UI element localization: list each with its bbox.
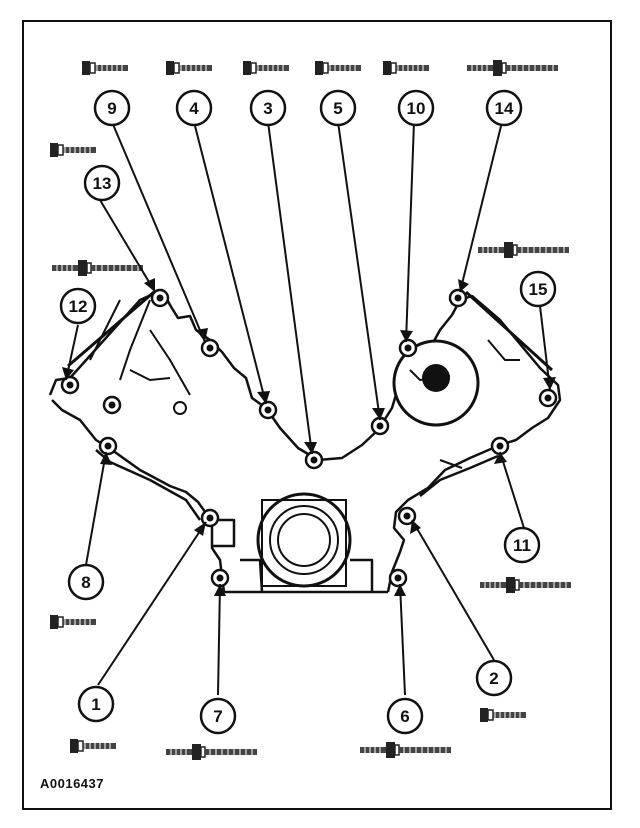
bolt-icon — [165, 60, 213, 76]
callout-9: 9 — [93, 89, 131, 127]
callout-circle — [249, 89, 287, 127]
callout-3: 3 — [249, 89, 287, 127]
callout-7: 7 — [199, 697, 237, 735]
right-cover-ribs — [439, 339, 520, 469]
callout-number: 14 — [495, 99, 514, 118]
callout-13: 13 — [83, 164, 121, 202]
bolt-icon — [49, 614, 97, 630]
callout-10: 10 — [397, 89, 435, 127]
stud-icon — [466, 59, 559, 77]
callout-4: 4 — [175, 89, 213, 127]
crank-seal-icon — [256, 492, 352, 588]
bolt-icon — [81, 60, 129, 76]
callout-circle — [485, 89, 523, 127]
callout-circle — [199, 697, 237, 735]
callout-circle — [67, 563, 105, 601]
callout-2: 2 — [475, 659, 513, 697]
stud-icon — [359, 741, 452, 759]
callout-number: 11 — [513, 536, 531, 555]
callout-8: 8 — [67, 563, 105, 601]
callout-circle — [93, 89, 131, 127]
callout-15: 15 — [519, 270, 557, 308]
callout-number: 1 — [91, 695, 100, 714]
stud-icon — [51, 259, 144, 277]
bolt-icon — [382, 60, 430, 76]
idler-boss-icon — [392, 339, 480, 427]
diagram-frame — [22, 20, 612, 810]
callout-number: 4 — [189, 99, 199, 118]
bolt-icon — [479, 707, 527, 723]
callout-12: 12 — [59, 287, 97, 325]
bolt-icon — [69, 738, 117, 754]
seal-strips — [67, 290, 554, 372]
stud-icon — [165, 743, 258, 761]
callout-number: 9 — [107, 99, 116, 118]
callout-number: 6 — [400, 707, 409, 726]
left-cover-ribs — [89, 299, 191, 415]
callout-14: 14 — [485, 89, 523, 127]
bolt-icon — [314, 60, 362, 76]
callout-circle — [397, 89, 435, 127]
callout-11: 11 — [503, 526, 541, 564]
callout-number: 8 — [81, 573, 90, 592]
callout-circle — [77, 685, 115, 723]
bolt-icon — [49, 142, 97, 158]
callout-number: 7 — [213, 707, 222, 726]
callout-circle — [386, 697, 424, 735]
leader-lines — [65, 121, 551, 696]
callout-number: 12 — [69, 297, 88, 316]
callout-circle — [83, 164, 121, 202]
arrowheads — [62, 278, 556, 596]
figure-reference-id: A0016437 — [40, 776, 104, 791]
callout-circle — [475, 659, 513, 697]
callout-number: 2 — [489, 669, 498, 688]
bolt-icons — [49, 59, 572, 761]
callout-6: 6 — [386, 697, 424, 735]
bolt-icon — [242, 60, 290, 76]
callout-1: 1 — [77, 685, 115, 723]
callout-circle — [59, 287, 97, 325]
callout-circle — [503, 526, 541, 564]
callout-5: 5 — [319, 89, 357, 127]
stud-icon — [479, 576, 572, 594]
callout-number: 3 — [263, 99, 272, 118]
callout-number: 15 — [529, 280, 548, 299]
callout-number: 5 — [333, 99, 342, 118]
callout-circle — [319, 89, 357, 127]
callout-circle — [519, 270, 557, 308]
stud-icon — [477, 241, 570, 259]
callout-circle — [175, 89, 213, 127]
callout-number: 10 — [407, 99, 426, 118]
callout-number: 13 — [93, 174, 112, 193]
